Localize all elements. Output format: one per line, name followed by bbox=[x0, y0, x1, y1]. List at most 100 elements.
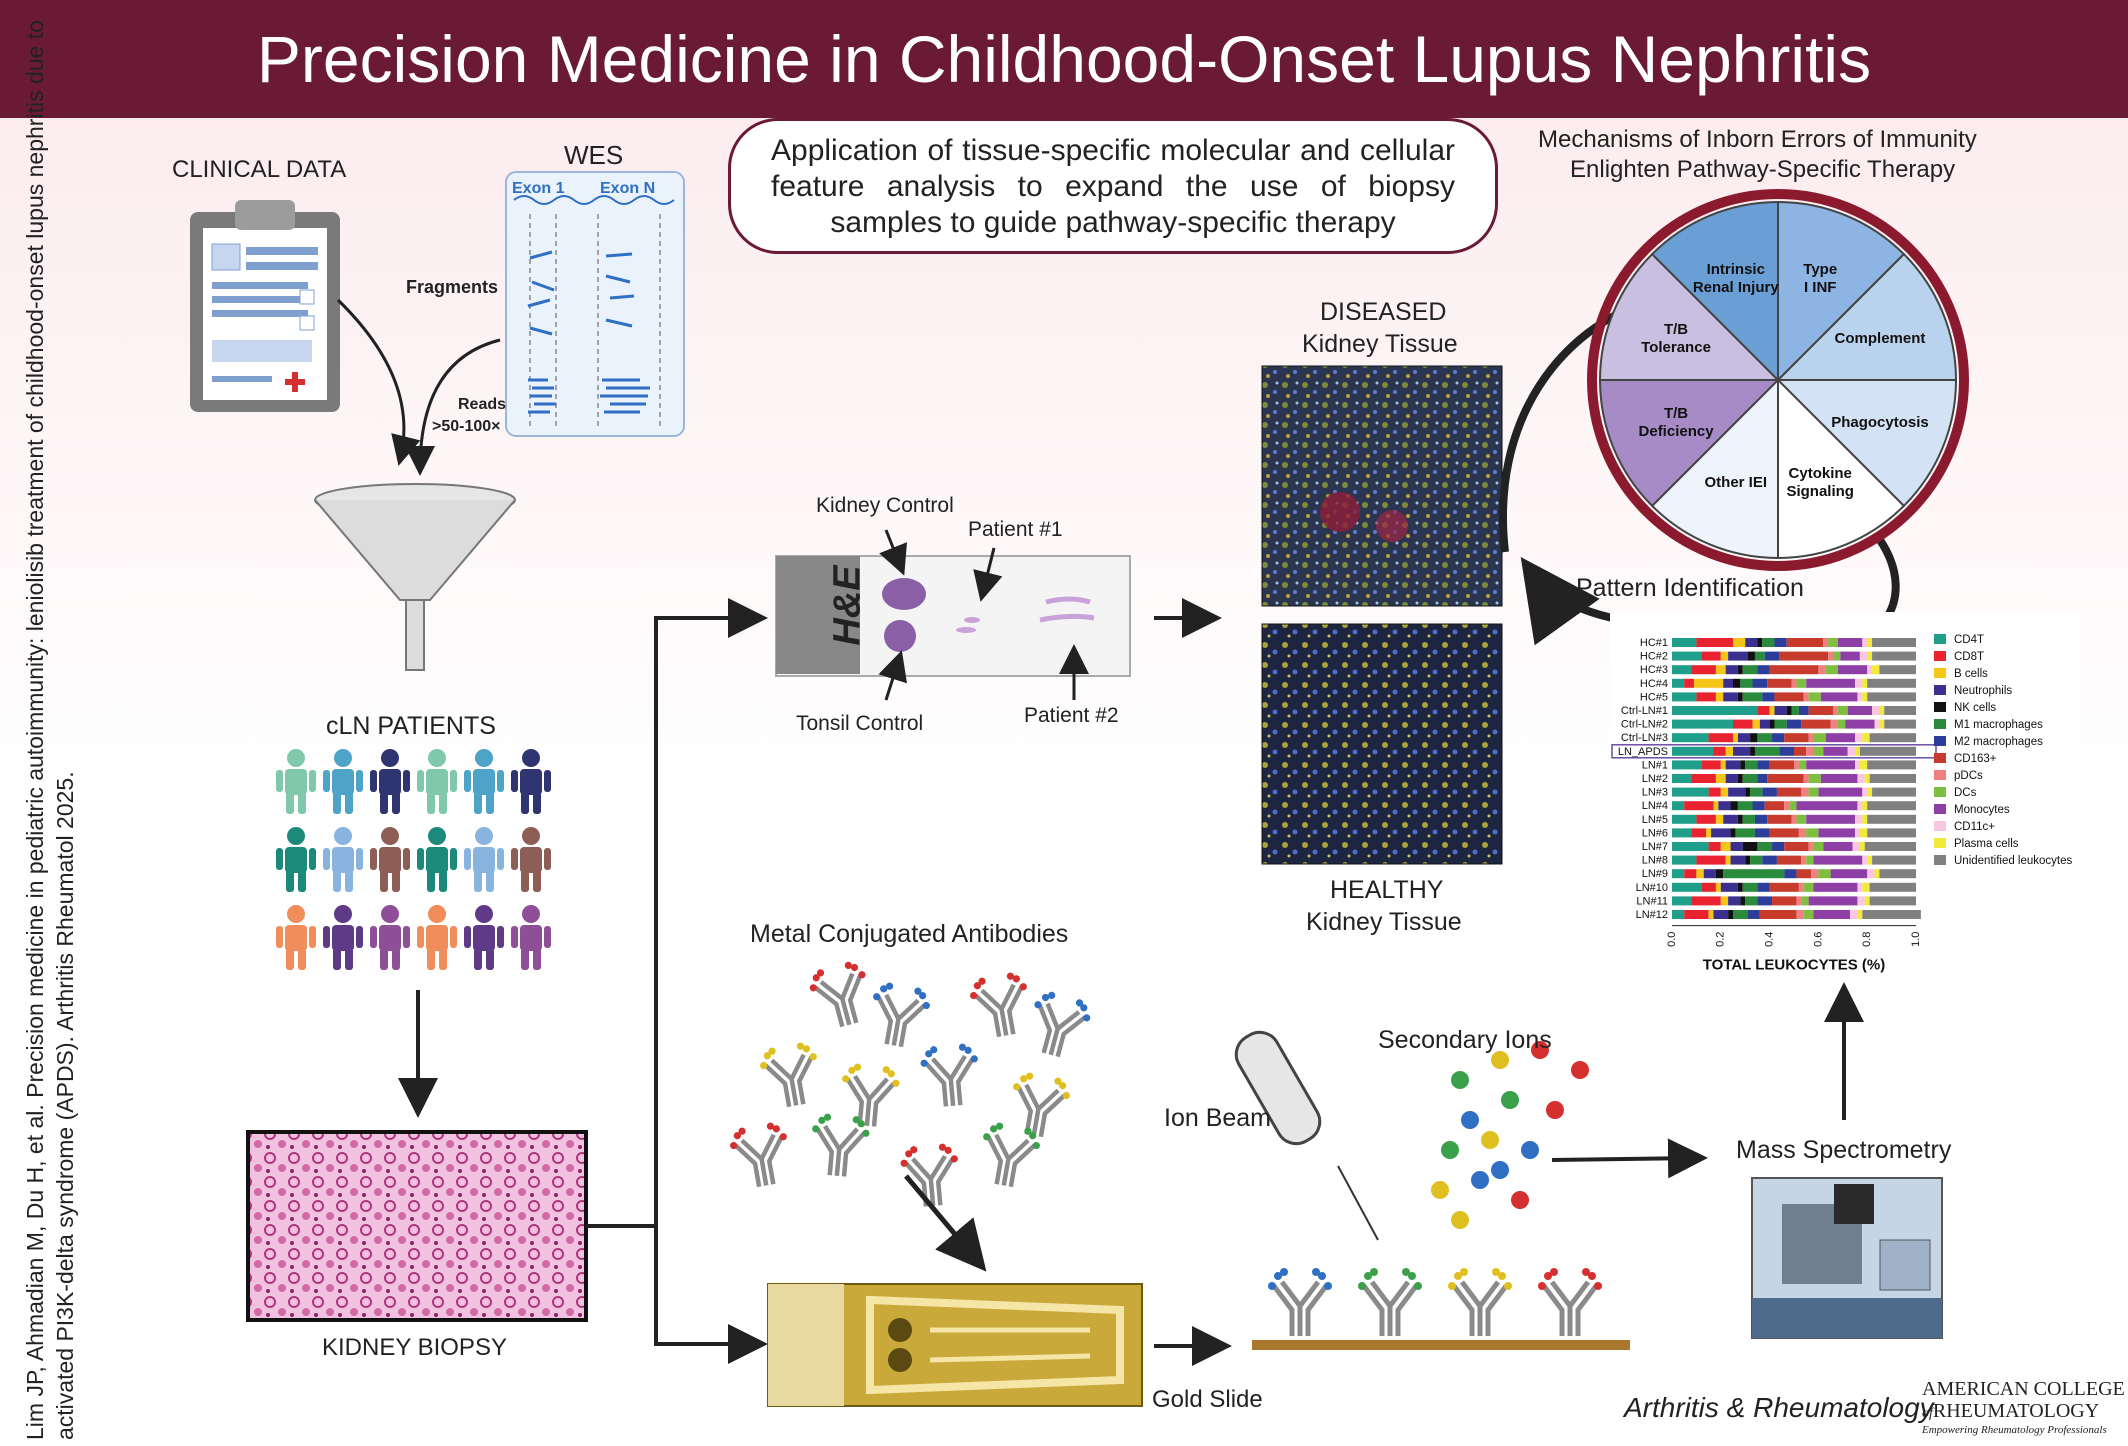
ion-dot bbox=[1471, 1171, 1489, 1189]
bar-segment bbox=[1672, 828, 1692, 838]
bar-segment bbox=[1740, 760, 1746, 770]
bar-segment bbox=[1867, 814, 1916, 824]
bar-segment bbox=[1762, 692, 1775, 702]
bar-segment bbox=[1752, 678, 1768, 688]
bar-segment bbox=[1708, 910, 1714, 919]
wheel-segment-label: Other IEI bbox=[1705, 474, 1768, 491]
bar-segment bbox=[1713, 801, 1719, 811]
bar-segment bbox=[1703, 869, 1716, 879]
bar-segment bbox=[1672, 719, 1733, 729]
bar-segment bbox=[1786, 706, 1792, 715]
category-label: HC#4 bbox=[1640, 678, 1668, 690]
bar-segment bbox=[1837, 665, 1868, 675]
legend-swatch bbox=[1934, 736, 1946, 746]
mechanisms-title: Mechanisms of Inborn Errors of Immunity bbox=[1538, 126, 1977, 153]
bar-segment bbox=[1757, 638, 1763, 647]
leukocyte-stacked-bar-chart: HC#1HC#2HC#3HC#4HC#5Ctrl-LN#1Ctrl-LN#2Ct… bbox=[1610, 612, 2080, 976]
person-icon bbox=[417, 749, 457, 814]
bar-segment bbox=[1745, 787, 1751, 797]
bar-segment bbox=[1850, 910, 1858, 919]
bar-segment bbox=[1867, 678, 1916, 688]
legend-swatch bbox=[1934, 855, 1946, 865]
bar-segment bbox=[1733, 910, 1748, 919]
bar-segment bbox=[1857, 801, 1863, 811]
ion-dot bbox=[1441, 1141, 1459, 1159]
bar-segment bbox=[1769, 882, 1799, 892]
bar-segment bbox=[1769, 719, 1775, 729]
page-title: Precision Medicine in Childhood-Onset Lu… bbox=[0, 0, 2128, 118]
secondary-ions-label: Secondary Ions bbox=[1378, 1026, 1552, 1054]
bar-segment bbox=[1754, 746, 1780, 756]
bar-segment bbox=[1796, 896, 1802, 906]
bar-segment bbox=[1808, 896, 1858, 906]
bar-segment bbox=[1720, 651, 1729, 661]
category-label: LN_APDS bbox=[1618, 746, 1668, 758]
person-icon bbox=[370, 827, 410, 892]
bar-segment bbox=[1857, 774, 1865, 783]
bar-segment bbox=[1752, 801, 1765, 811]
bar-segment bbox=[1720, 882, 1738, 892]
bar-segment bbox=[1696, 855, 1726, 865]
bar-segment bbox=[1828, 638, 1838, 647]
bar-segment bbox=[1789, 801, 1797, 811]
bar-segment bbox=[1855, 760, 1860, 770]
bar-segment bbox=[1730, 842, 1743, 851]
diseased-label: DISEASED bbox=[1320, 298, 1447, 326]
bar-segment bbox=[1867, 869, 1875, 879]
bar-segment bbox=[1867, 801, 1916, 811]
bar-segment bbox=[1872, 787, 1916, 797]
diseased-tissue-image bbox=[1261, 365, 1503, 607]
antibody-icon bbox=[1034, 991, 1091, 1058]
bar-segment bbox=[1740, 896, 1746, 906]
bar-segment bbox=[1867, 651, 1873, 661]
bar-segment bbox=[1672, 787, 1709, 797]
bar-segment bbox=[1720, 760, 1726, 770]
bar-segment bbox=[1791, 678, 1797, 688]
pattern-identification-label: Pattern Identification bbox=[1576, 574, 1804, 602]
bar-segment bbox=[1730, 855, 1746, 865]
bar-segment bbox=[1672, 869, 1685, 879]
funnel-icon bbox=[314, 483, 516, 671]
legend-swatch bbox=[1934, 787, 1946, 797]
antibody-cluster bbox=[730, 961, 1091, 1207]
bar-segment bbox=[1706, 828, 1712, 838]
legend-label: CD163+ bbox=[1954, 753, 1997, 765]
bar-segment bbox=[1764, 651, 1780, 661]
bar-segment bbox=[1737, 665, 1743, 675]
bar-segment bbox=[1733, 719, 1753, 729]
bar-segment bbox=[1803, 910, 1814, 919]
bar-segment bbox=[1723, 678, 1733, 688]
bar-segment bbox=[1867, 692, 1916, 702]
bar-segment bbox=[1867, 638, 1873, 647]
bar-segment bbox=[1806, 855, 1814, 865]
bar-segment bbox=[1862, 801, 1868, 811]
bar-segment bbox=[1757, 896, 1773, 906]
bar-segment bbox=[1672, 801, 1685, 811]
bar-segment bbox=[1672, 638, 1697, 647]
bar-segment bbox=[1757, 733, 1773, 743]
bar-segment bbox=[1806, 828, 1819, 838]
gold-slide-label: Gold Slide bbox=[1152, 1386, 1263, 1413]
person-icon bbox=[464, 905, 504, 970]
legend-label: M1 macrophages bbox=[1954, 719, 2043, 731]
antibody-icon bbox=[983, 1122, 1040, 1188]
category-label: Ctrl-LN#3 bbox=[1621, 732, 1668, 744]
patient2-label: Patient #2 bbox=[1024, 704, 1119, 727]
legend-swatch bbox=[1934, 770, 1946, 780]
bar-segment bbox=[1754, 814, 1768, 824]
bar-segment bbox=[1801, 896, 1809, 906]
legend-label: CD11c+ bbox=[1954, 821, 1995, 833]
bar-segment bbox=[1701, 760, 1721, 770]
bar-segment bbox=[1820, 692, 1858, 702]
legend-swatch bbox=[1934, 702, 1946, 712]
wheel-segment-label: Complement bbox=[1835, 330, 1926, 347]
category-label: LN#12 bbox=[1636, 909, 1668, 921]
bar-segment bbox=[1872, 855, 1916, 865]
bar-segment bbox=[1772, 896, 1797, 906]
diseased-sub-label: Kidney Tissue bbox=[1302, 330, 1458, 358]
bar-segment bbox=[1879, 719, 1885, 729]
bar-segment bbox=[1779, 651, 1829, 661]
gold-substrate bbox=[1252, 1340, 1630, 1350]
highlight-box bbox=[1611, 744, 1937, 759]
bar-segment bbox=[1837, 638, 1863, 647]
